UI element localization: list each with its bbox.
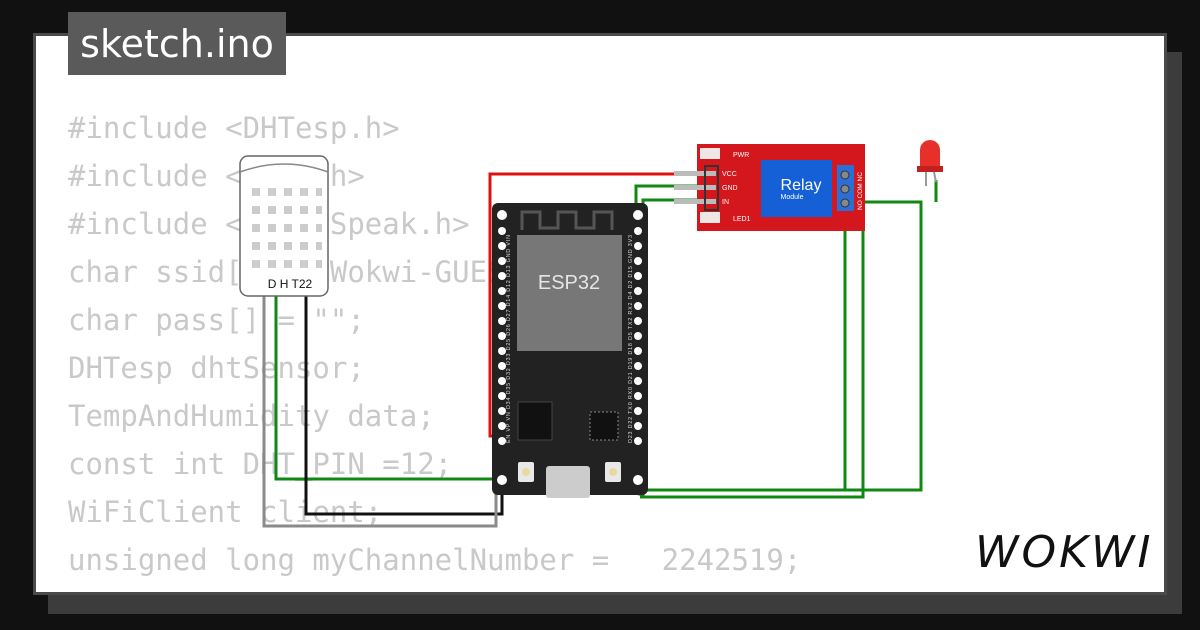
relay-input-pins	[674, 171, 716, 204]
relay-module[interactable]: PWR LED1 VCC GND IN Relay Module NO COM …	[674, 144, 865, 231]
relay-terminals	[840, 170, 850, 208]
usb-port	[546, 466, 590, 498]
relay-label: Relay	[781, 177, 822, 194]
wire-green-com	[640, 188, 865, 499]
esp32-left-pin-labels: EN VP VN D34 D35 D32 D33 D25 D26 D27 D14…	[506, 235, 512, 443]
led1-indicator	[700, 212, 720, 223]
pwr-label: PWR	[733, 152, 749, 159]
code-line: TempAndHumidity data;	[68, 399, 435, 433]
code-line: WiFiClient client;	[68, 495, 383, 529]
usb-chip	[589, 411, 619, 441]
code-line: char pass[] = "";	[68, 303, 365, 337]
voltage-regulator	[517, 401, 553, 441]
code-line: const char * myWriteAPIKey = "GHSYRREGGS…	[68, 584, 906, 592]
antenna-trace	[520, 210, 614, 230]
led1-label: LED1	[733, 216, 751, 223]
code-line: unsigned long myChannelNumber = 2242519;	[68, 543, 802, 577]
code-line: DHTesp dhtSensor;	[68, 351, 365, 385]
wire-green-in	[638, 198, 706, 496]
dht22-grille	[252, 188, 322, 268]
esp32-right-header	[633, 210, 643, 485]
wire-black-gnd	[294, 293, 504, 516]
esp32-right-pin-labels: D23 D22 TX0 RX0 D21 D19 D18 D5 TX2 RX2 D…	[628, 235, 634, 443]
esp32-board[interactable]: ESP32 EN VP VN D34 D35 D32 D33 D25 D26 D…	[492, 203, 648, 498]
relay-cube	[761, 160, 832, 217]
dht22-label: D H T22	[268, 277, 313, 291]
wire-green-no	[650, 200, 923, 492]
file-tab-sketch[interactable]: sketch.ino	[68, 12, 286, 75]
wire-green-data	[274, 295, 496, 481]
code-line: #include <DHTesp.h>	[68, 111, 400, 145]
esp32-label: ESP32	[538, 272, 600, 294]
relay-pin-vcc: VCC	[722, 171, 737, 178]
red-led[interactable]	[917, 140, 943, 186]
relay-pin-gnd: GND	[722, 185, 738, 192]
esp32-module-shield	[517, 235, 622, 351]
relay-output-labels: NO COM NC	[857, 172, 864, 210]
relay-sublabel: Module	[781, 194, 804, 201]
pwr-led	[700, 148, 720, 159]
dht22-sensor[interactable]: D H T22	[239, 155, 329, 297]
wire-gray-vcc	[262, 295, 498, 528]
relay-pin-in: IN	[722, 199, 729, 206]
wokwi-logo: WOKWI	[975, 526, 1154, 578]
esp32-left-header	[497, 210, 507, 485]
